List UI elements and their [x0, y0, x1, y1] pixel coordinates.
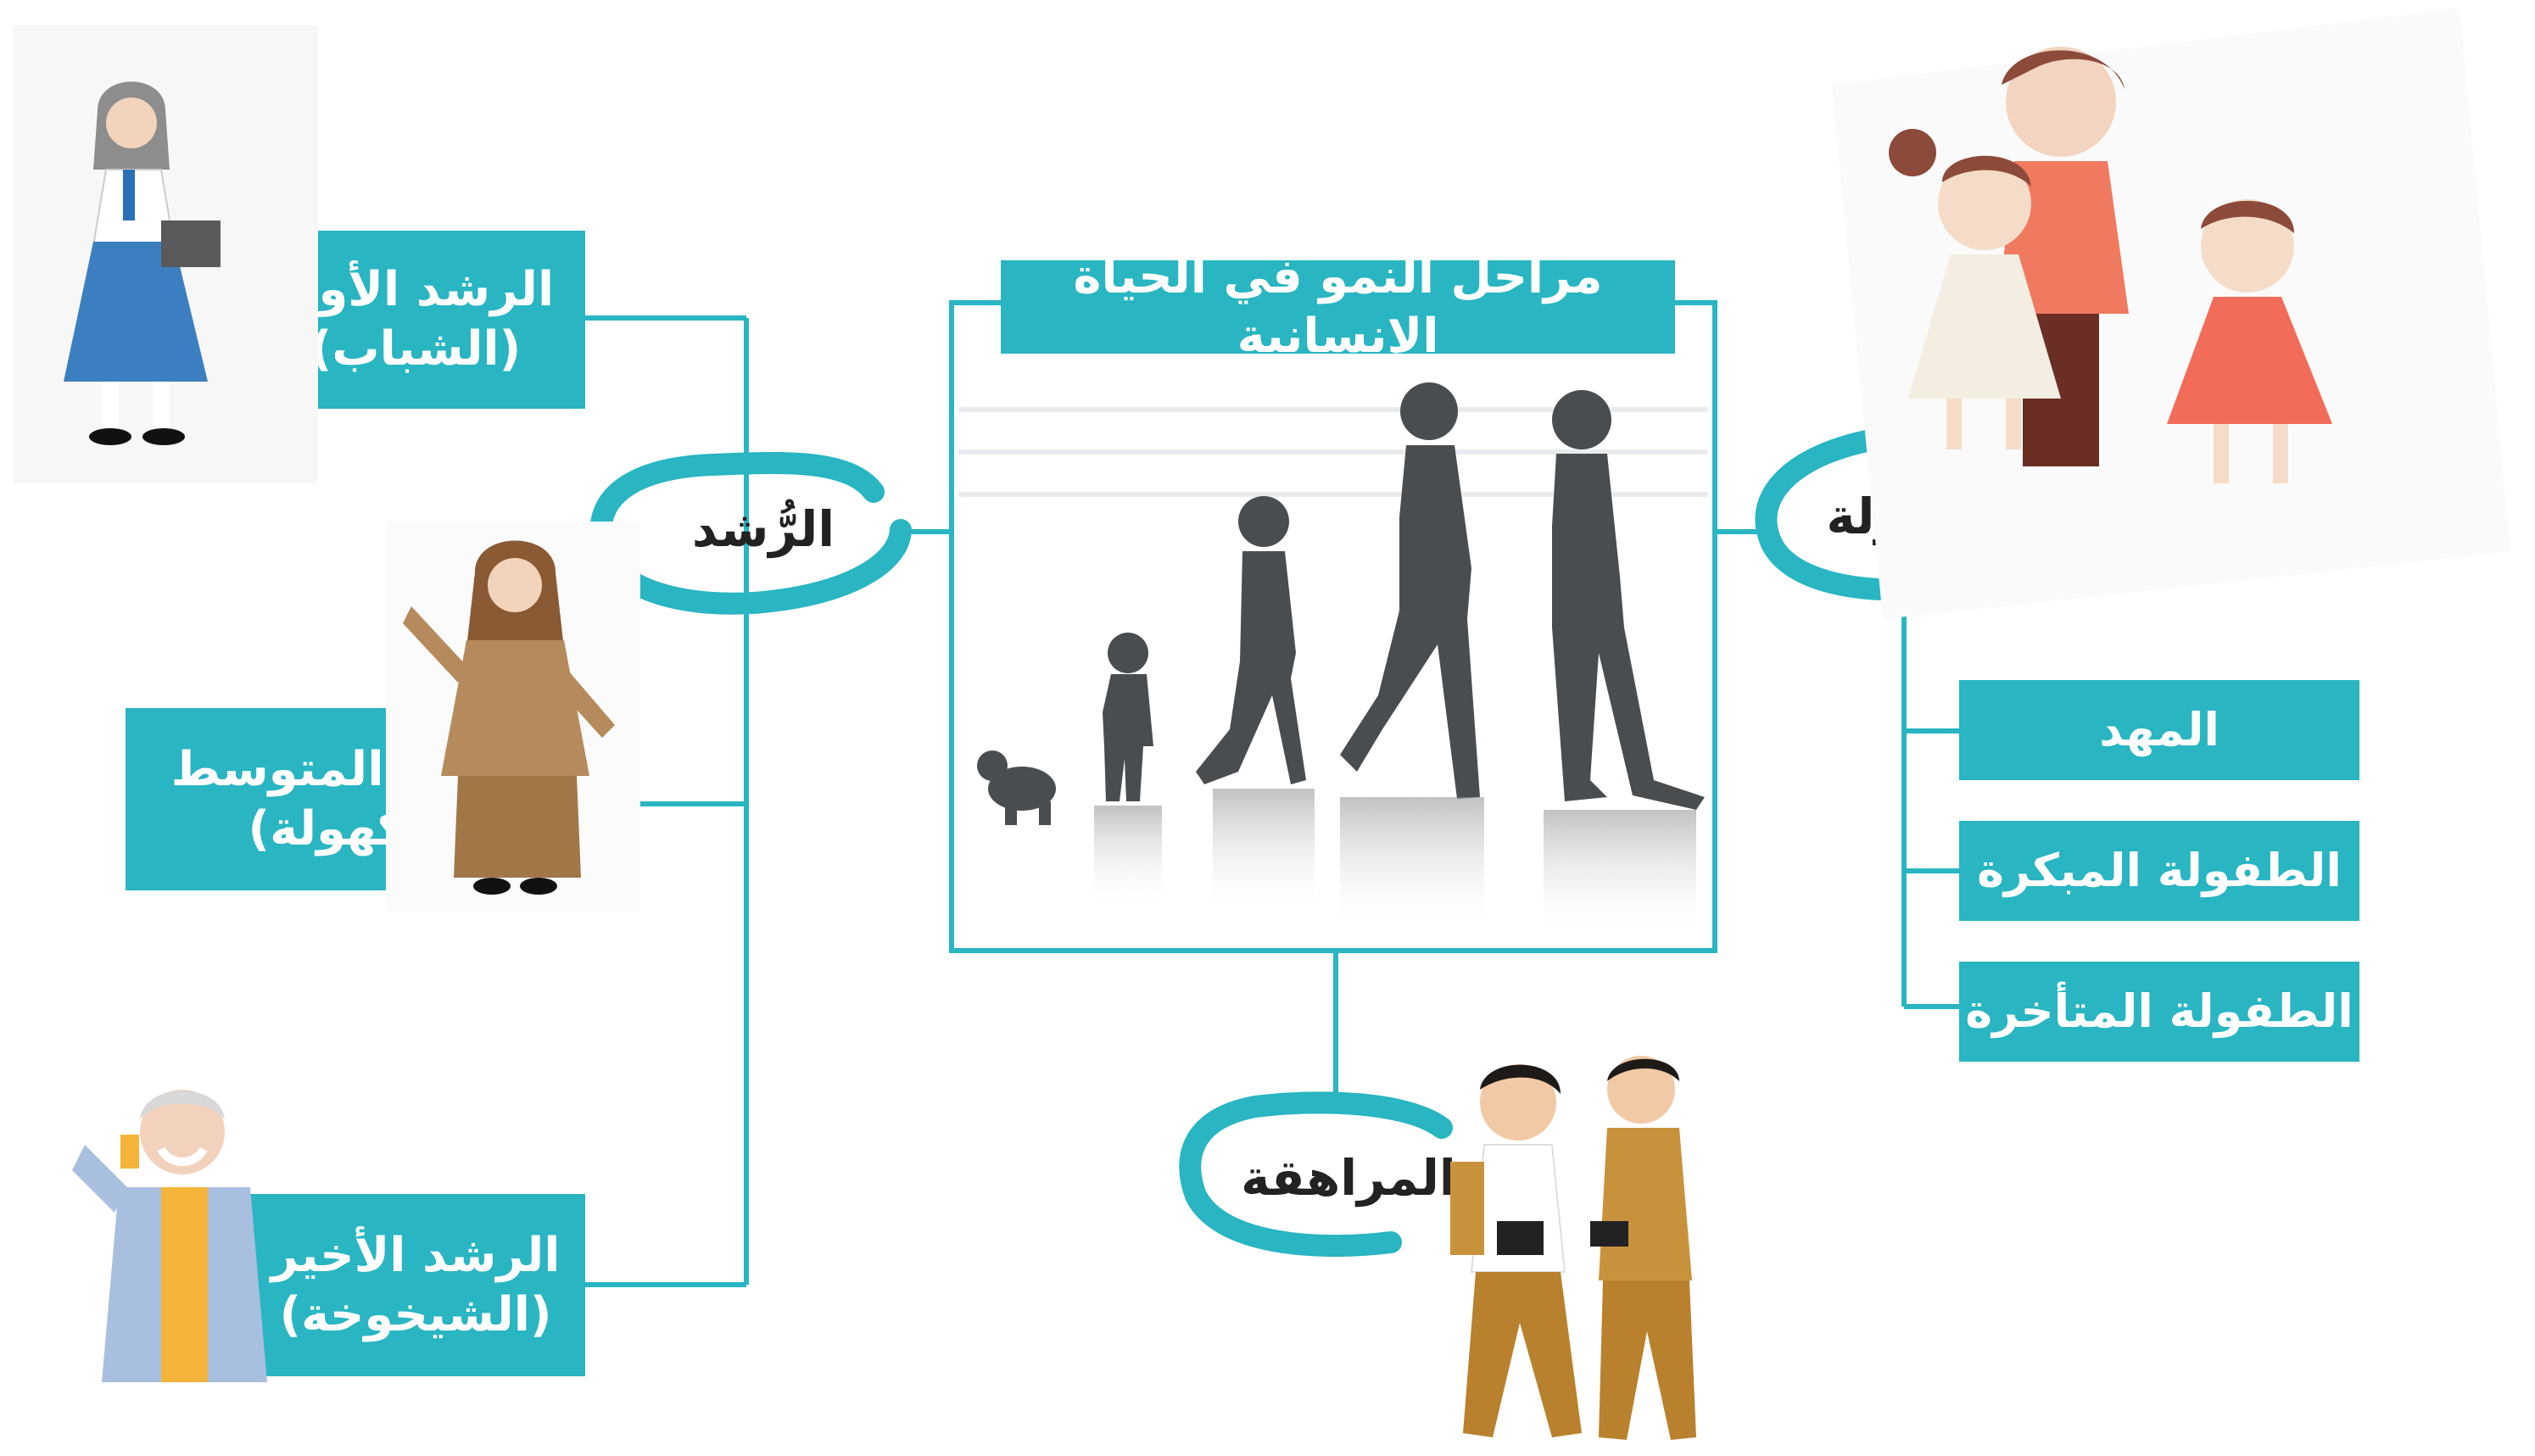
adulthood-substage-3: الرشد الأخير (الشيخوخة) [246, 1194, 585, 1376]
childhood-substage-1-label: المهد [2099, 703, 2220, 757]
adulthood-substage-1-line2: (الشباب) [310, 321, 522, 377]
young-woman-student-illustration [13, 25, 318, 483]
adulthood-substage-1-line1: الرشد الأول [276, 262, 555, 317]
mother-and-children-illustration [1815, 8, 2510, 653]
elderly-man-illustration [68, 1068, 288, 1382]
center-title: مراحل النمو في الحياة الإنسانية [1073, 249, 1603, 364]
human-growth-silhouettes-icon [958, 373, 1708, 946]
stage-label-adolescence: المراهقة [1241, 1149, 1456, 1207]
teenage-boys-illustration [1425, 1052, 1730, 1450]
middle-aged-woman-illustration [386, 522, 640, 912]
adulthood-substage-3-line2: (الشيخوخة) [279, 1286, 552, 1342]
childhood-substage-3: الطفولة المتأخرة [1959, 962, 2359, 1062]
childhood-substage-3-label: الطفولة المتأخرة [1965, 985, 2354, 1039]
stage-label-adulthood: الرُّشد [691, 500, 835, 558]
adulthood-substage-3-line1: الرشد الأخير [271, 1227, 561, 1283]
center-title-box: مراحل النمو في الحياة الإنسانية [1001, 249, 1675, 364]
childhood-substage-2-label: الطفولة المبكرة [1977, 844, 2342, 898]
childhood-substage-2: الطفولة المبكرة [1959, 821, 2359, 921]
oval-adolescence [1179, 1091, 1453, 1258]
childhood-substage-1: المهد [1959, 680, 2359, 780]
